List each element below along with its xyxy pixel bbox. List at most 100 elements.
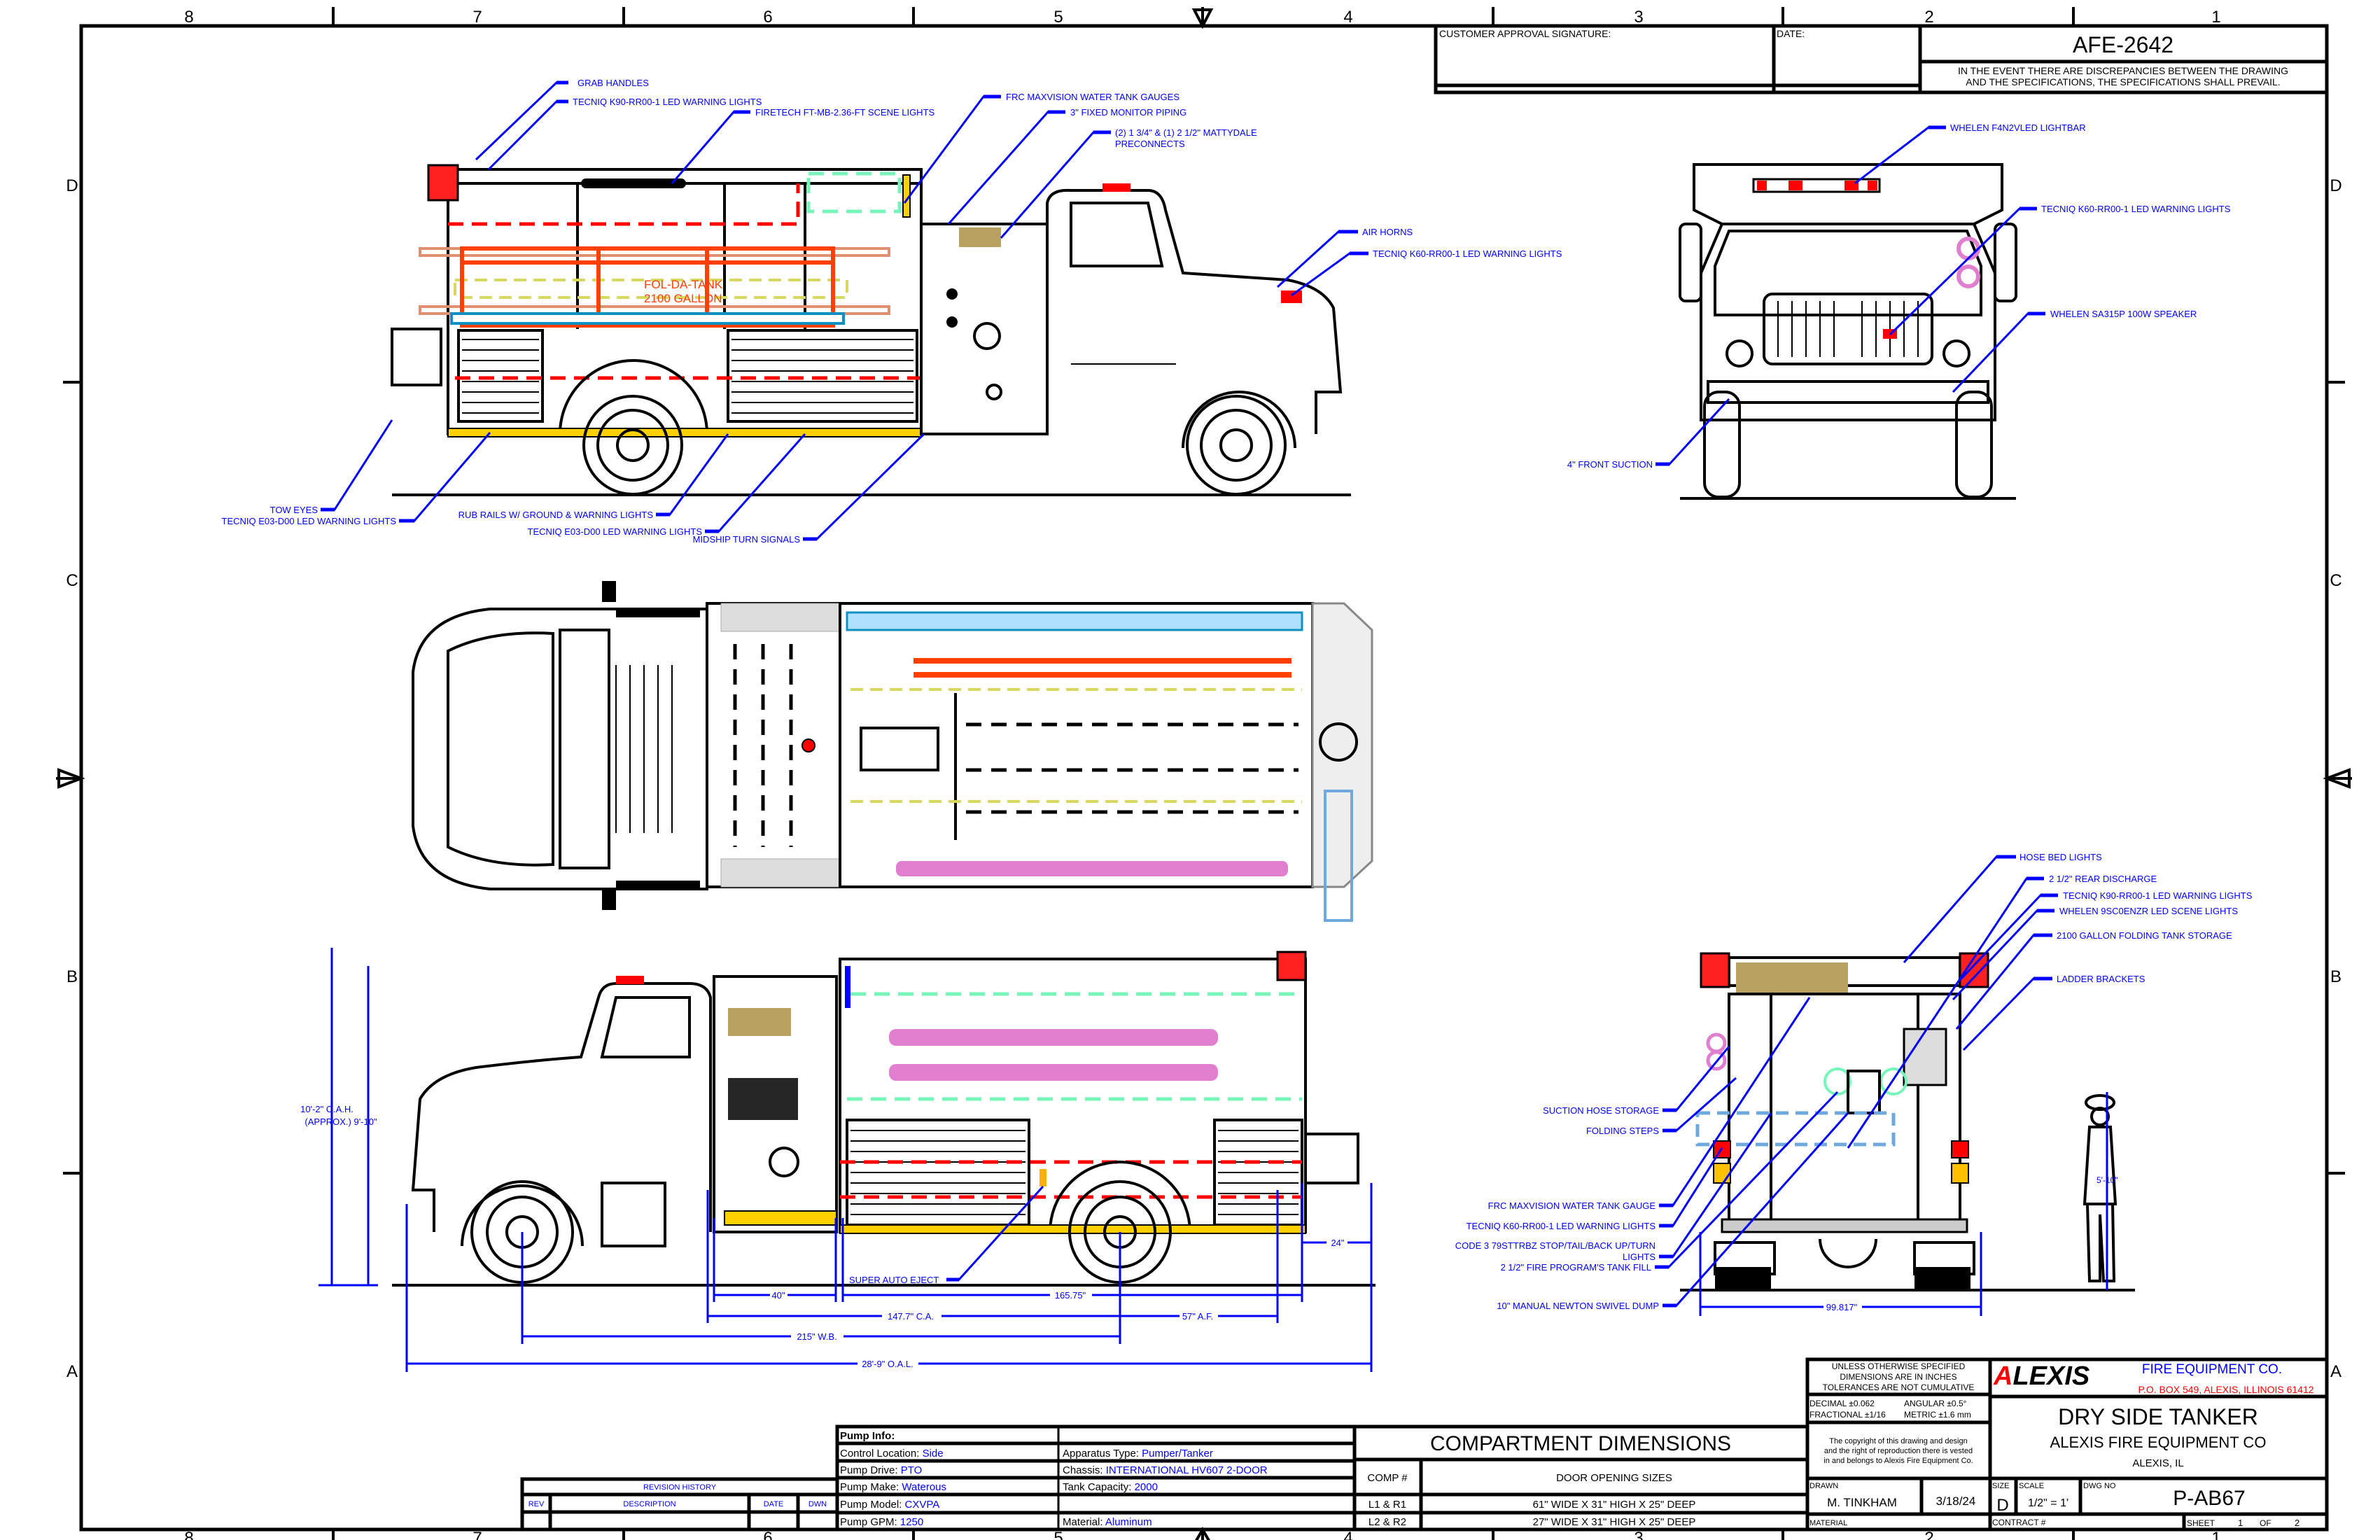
cab-window	[1070, 202, 1164, 267]
callout-stop-tail-lights-line2: LIGHTS	[1623, 1252, 1656, 1262]
callout-preconnects: (2) 1 3/4" & (1) 2 1/2" MATTYDALE	[1115, 127, 1257, 138]
drawn-date: 3/18/24	[1936, 1494, 1976, 1508]
pump-field-label: Pump GPM:	[840, 1516, 897, 1528]
tolerance-note: TOLERANCES ARE NOT CUMULATIVE	[1823, 1382, 1975, 1392]
customer-signature-label[interactable]: CUSTOMER APPROVAL SIGNATURE:	[1439, 28, 1611, 39]
drawing-scale: 1/2" = 1'	[2028, 1497, 2068, 1509]
lightbar	[1752, 178, 1881, 193]
callout-e03-warning-lights: TECNIQ E03-D00 LED WARNING LIGHTS	[222, 516, 397, 526]
callout-k60-warning-lights: TECNIQ K60-RR00-1 LED WARNING LIGHTS	[1373, 248, 1562, 259]
zone-col-label: 8	[184, 1529, 193, 1540]
zone-col-label: 4	[1343, 8, 1352, 27]
cab-front	[1700, 223, 1996, 421]
company-tagline: FIRE EQUIPMENT CO.	[2142, 1362, 2282, 1377]
sheet-size: D	[1996, 1496, 2008, 1515]
pump-field-label: Control Location:	[840, 1448, 919, 1460]
apparatus-field-value: Aluminum	[1105, 1516, 1152, 1528]
company-address: P.O. BOX 549, ALEXIS, ILLINOIS 61412	[2138, 1384, 2314, 1395]
hose-bed	[846, 611, 1303, 631]
rev-col-header: DESCRIPTION	[623, 1500, 676, 1508]
rub-rail	[447, 428, 922, 438]
preconnect-box	[728, 1008, 791, 1036]
callout-k60-warning-lights: TECNIQ K60-RR00-1 LED WARNING LIGHTS	[1466, 1221, 1656, 1231]
zone-ticks	[63, 7, 2345, 1540]
preconnect-box	[959, 227, 1001, 247]
cab	[1046, 183, 1343, 449]
zone-row-label: C	[66, 571, 78, 590]
zone-col-label: 5	[1054, 1529, 1063, 1540]
warning-light	[1700, 952, 1730, 988]
rear-tires	[1715, 1267, 1771, 1290]
tank-gauge	[845, 966, 850, 1008]
side-view-driver: FOL-DA-TANK 2100 GALLON	[391, 164, 1351, 496]
dim-overall-height: 10'-2" O.A.H.	[300, 1104, 354, 1114]
callout-tank-gauge: FRC MAXVISION WATER TANK GAUGE	[1488, 1200, 1656, 1211]
lightbar	[1102, 183, 1130, 192]
front-wheel	[1186, 395, 1287, 496]
hose	[450, 312, 845, 325]
center-arrows	[56, 7, 2352, 1540]
svg-text:Pump Model: CXVPA: Pump Model: CXVPA	[840, 1499, 939, 1511]
company-name: ALEXIS FIRE EQUIPMENT CO	[2050, 1434, 2267, 1451]
warning-light	[427, 164, 459, 202]
callout-preconnects-line2: PRECONNECTS	[1115, 139, 1185, 149]
rear-tires	[1914, 1267, 1970, 1290]
copyright-note: The copyright of this drawing and design	[1829, 1437, 1968, 1446]
extension-lines	[405, 1183, 1373, 1372]
contract-label: CONTRACT #	[1992, 1518, 2046, 1527]
callouts-rear: HOSE BED LIGHTS 2 1/2" REAR DISCHARGE TE…	[1455, 852, 2253, 1311]
front-view	[1679, 163, 2017, 500]
zone-row-label: A	[2330, 1362, 2342, 1381]
cab-plan	[412, 581, 708, 910]
zone-col-label: 6	[763, 8, 772, 27]
fol-da-tank-capacity: 2100 GALLON	[644, 292, 722, 305]
ladder-bracket	[1324, 790, 1353, 922]
callout-tow-eyes: TOW EYES	[270, 505, 318, 515]
pump-field-label: Pump Model:	[840, 1499, 902, 1511]
pump-panel	[713, 975, 838, 1233]
rear-view: 99.817"	[1680, 952, 2072, 1316]
dim-person-height: 5'-10"	[2096, 1175, 2118, 1185]
svg-text:Control Location: Side: Control Location: Side	[840, 1448, 944, 1460]
callout-k90-warning-lights: TECNIQ K90-RR00-1 LED WARNING LIGHTS	[2063, 890, 2253, 901]
zone-col-label: 3	[1634, 1529, 1643, 1540]
logo-rest: LEXIS	[2012, 1362, 2090, 1391]
front-tire	[1703, 391, 1741, 498]
tolerance-note: DIMENSIONS ARE IN INCHES	[1840, 1372, 1956, 1382]
pump-field-value: Waterous	[902, 1481, 946, 1493]
apparatus-field-value: Pumper/Tanker	[1142, 1448, 1213, 1460]
zone-col-label: 7	[472, 8, 482, 27]
body-plan	[839, 602, 1314, 888]
step	[616, 881, 700, 890]
front-tire	[1955, 391, 1993, 498]
compartment-door-r1	[1213, 1119, 1303, 1226]
tolerance-fractional: FRACTIONAL ±1/16	[1809, 1410, 1886, 1420]
callouts-front: WHELEN F4N2VLED LIGHTBAR TECNIQ K60-RR00…	[1567, 122, 2231, 470]
callout-stop-tail-lights: CODE 3 79STTRBZ STOP/TAIL/BACK UP/TURN	[1455, 1240, 1656, 1251]
callout-super-auto-eject: SUPER AUTO EJECT	[849, 1275, 939, 1285]
callout-scene-lights: WHELEN 9SC0ENZR LED SCENE LIGHTS	[2059, 906, 2238, 916]
rear-wheel	[582, 395, 683, 496]
pump-panel	[920, 223, 1049, 435]
battery-box	[601, 1182, 666, 1247]
title-block: UNLESS OTHERWISE SPECIFIED DIMENSIONS AR…	[1805, 1357, 2329, 1532]
callout-e03-warning-lights: TECNIQ E03-D00 LED WARNING LIGHTS	[528, 526, 703, 537]
diamond-plate	[1903, 1028, 1947, 1086]
step	[616, 608, 700, 617]
suction-hose	[889, 1029, 1218, 1046]
callout-k90-warning-lights: TECNIQ K90-RR00-1 LED WARNING LIGHTS	[573, 97, 762, 107]
pump-field-value: PTO	[901, 1464, 923, 1476]
of-label: OF	[2260, 1518, 2272, 1528]
dim-axle-to-frame: 57" A.F.	[1182, 1311, 1213, 1322]
mirror	[1679, 223, 1702, 302]
zone-col-label: 3	[1634, 8, 1643, 27]
compartment-id: L1 & R1	[1368, 1499, 1406, 1511]
pump-module-plan	[706, 602, 841, 888]
drawn-label: DRAWN	[1809, 1482, 1838, 1490]
svg-text:Pump Make: Waterous: Pump Make: Waterous	[840, 1481, 946, 1493]
windshield	[1714, 230, 1982, 316]
revision-history-title: REVISION HISTORY	[643, 1483, 717, 1492]
copyright-note: in and belongs to Alexis Fire Equipment …	[1823, 1457, 1973, 1465]
sheet-label: SHEET	[2187, 1518, 2216, 1528]
callout-tank-fill: 2 1/2" FIRE PROGRAM'S TANK FILL	[1501, 1262, 1651, 1273]
